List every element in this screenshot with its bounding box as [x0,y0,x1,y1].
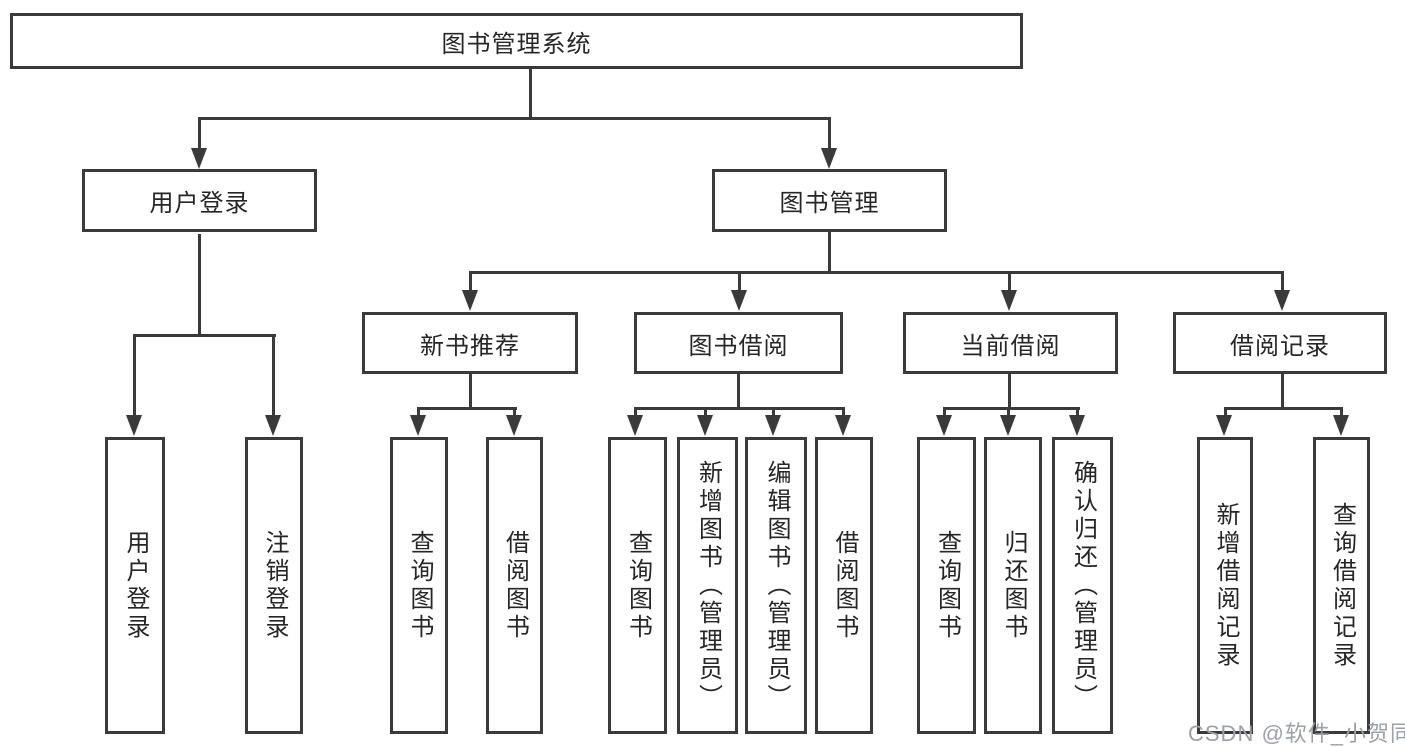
leaf-label: 查询图书 [624,529,652,642]
leaf-label: 借阅图书 [831,529,858,642]
connector-line [772,407,775,417]
arrow-down-icon [410,415,426,436]
leaf-label: 借阅图书 [501,529,529,642]
leaf-query-books: 查询图书 [390,437,448,734]
arrow-down-icon [1000,415,1016,436]
leaf-query-borrow-record: 查询借阅记录 [1313,437,1370,734]
connector-line [469,271,1283,274]
connector-line [738,271,741,292]
connector-line [1224,407,1227,417]
arrow-down-icon [506,415,522,436]
arrow-down-icon [265,415,281,436]
leaf-add-books-admin: 新增图书（管理员） [677,437,738,734]
connector-line [513,407,516,417]
arrow-down-icon [1333,415,1349,436]
node-library-management-system: 图书管理系统 [10,13,1023,69]
leaf-query-books: 查询图书 [608,437,667,734]
leaf-label: 编辑图书（管理员） [763,459,790,712]
arrow-down-icon [835,415,851,436]
leaf-edit-books-admin: 编辑图书（管理员） [745,437,807,734]
leaf-logout: 注销登录 [245,437,303,734]
connector-line [828,117,831,150]
leaf-label: 归还图书 [1000,529,1027,642]
leaf-add-borrow-record: 新增借阅记录 [1197,437,1253,734]
node-new-book-recommendation: 新书推荐 [362,312,578,374]
connector-line [1007,407,1010,417]
connector-line [272,334,275,416]
connector-line [1281,271,1284,292]
node-label: 用户登录 [149,190,250,217]
leaf-borrow-books: 借阅图书 [815,437,873,734]
leaf-user-login: 用户登录 [105,437,165,734]
connector-line [828,232,831,273]
connector-line [1008,271,1011,292]
node-label: 图书管理系统 [441,30,592,58]
leaf-label: 确认归还（管理员） [1069,459,1097,712]
node-current-borrowing: 当前借阅 [903,312,1118,374]
arrow-down-icon [627,415,643,436]
node-label: 当前借阅 [960,332,1061,360]
arrow-down-icon [731,290,747,311]
arrow-down-icon [765,415,781,436]
leaf-label: 新增图书（管理员） [694,459,722,712]
connector-line [842,407,845,417]
leaf-label: 查询图书 [933,529,961,642]
leaf-label: 用户登录 [122,529,149,642]
arrow-down-icon [1001,290,1017,311]
connector-line [469,374,472,409]
connector-line [737,374,740,409]
connector-line [943,407,1080,410]
arrow-down-icon [126,415,142,436]
node-book-borrowing: 图书借阅 [634,312,843,374]
connector-line [1076,407,1079,417]
arrow-down-icon [1069,415,1085,436]
connector-line [1281,374,1284,409]
connector-line [133,334,136,416]
node-label: 借阅记录 [1230,332,1330,360]
connector-line [417,407,517,410]
leaf-borrow-books: 借阅图书 [486,437,543,734]
node-label: 图书借阅 [688,332,789,360]
leaf-label: 查询图书 [406,529,433,642]
connector-line [943,407,946,417]
connector-line [417,407,420,417]
arrow-down-icon [1274,290,1290,311]
node-user-login: 用户登录 [82,169,317,232]
leaf-confirm-return-admin: 确认归还（管理员） [1052,437,1113,734]
leaf-label: 注销登录 [261,529,288,642]
node-label: 新书推荐 [420,332,520,360]
leaf-return-books: 归还图书 [984,437,1042,734]
connector-line [634,407,637,417]
watermark: CSDN @软件_小贺同学 [1188,721,1405,746]
connector-line [704,407,707,417]
connector-line [198,234,201,337]
connector-line [634,407,845,410]
arrow-down-icon [936,415,952,436]
node-label: 图书管理 [779,190,880,217]
connector-line [1340,407,1343,417]
leaf-label: 新增借阅记录 [1212,501,1239,670]
connector-line [199,117,831,120]
connector-line [133,334,276,337]
connector-line [529,69,532,118]
connector-line [469,271,472,292]
arrow-down-icon [821,148,837,169]
arrow-down-icon [1216,415,1232,436]
node-book-management: 图书管理 [712,169,947,232]
connector-line [1008,374,1011,409]
arrow-down-icon [462,290,478,311]
arrow-down-icon [191,148,207,169]
leaf-query-books: 查询图书 [917,437,976,734]
connector-line [198,117,201,150]
connector-line [1224,407,1343,410]
node-borrowing-records: 借阅记录 [1173,312,1387,374]
arrow-down-icon [697,415,713,436]
leaf-label: 查询借阅记录 [1328,501,1356,670]
